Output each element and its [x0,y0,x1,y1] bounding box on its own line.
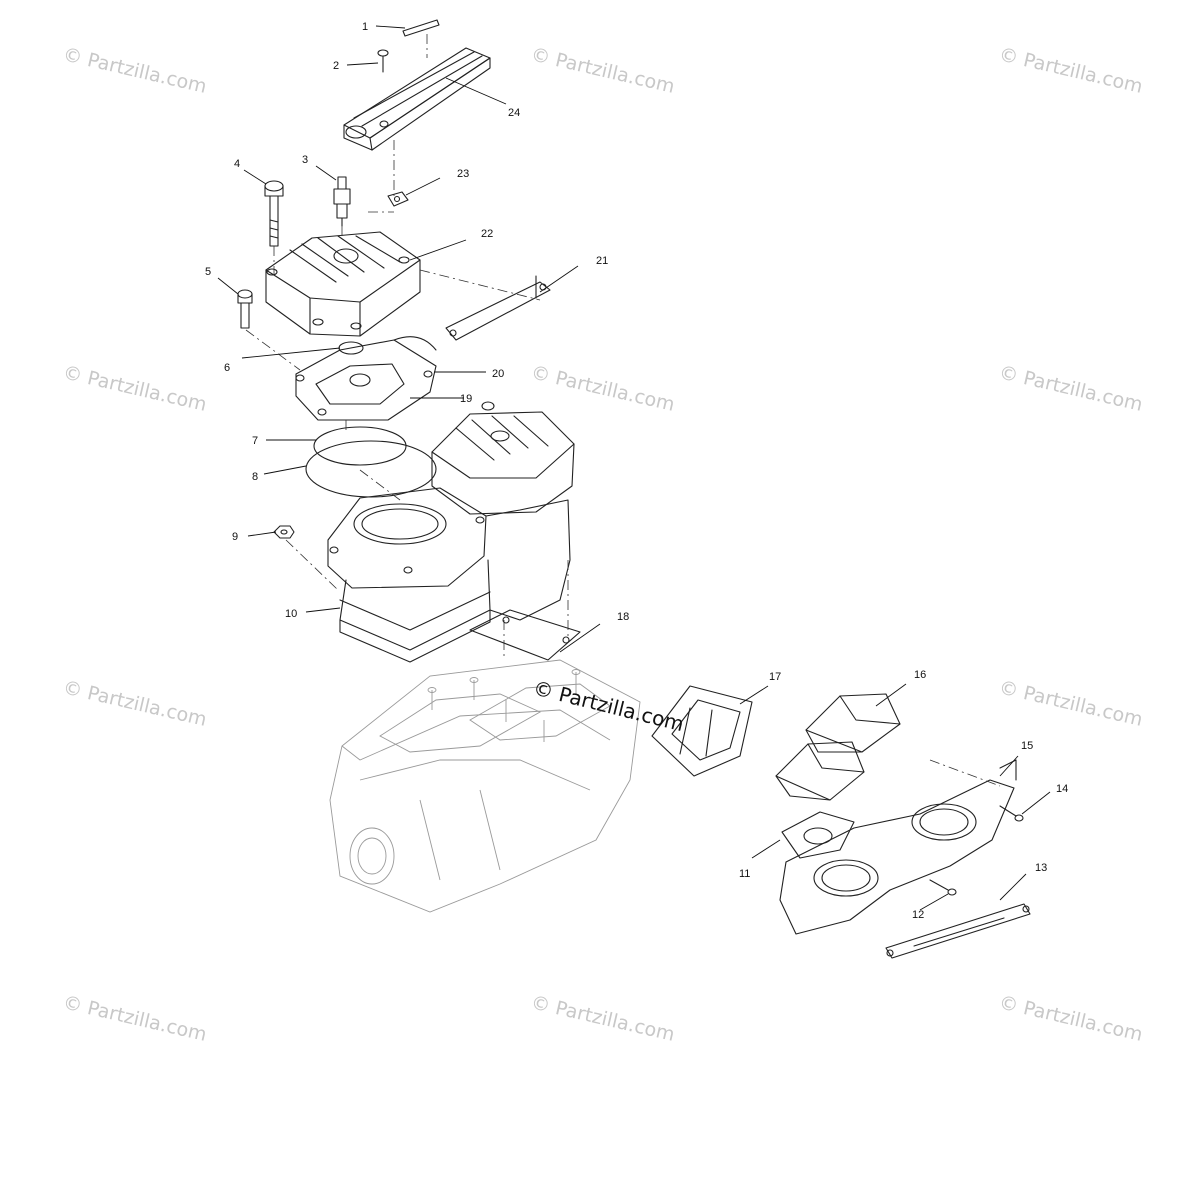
callout-17: 17 [769,671,781,683]
part-15-intake-manifold [779,759,1017,935]
center-watermark: © Partzilla.com [531,676,687,737]
watermark: © Partzilla.com [61,676,209,730]
callout-14: 14 [1056,783,1068,795]
watermark: © Partzilla.com [997,676,1145,730]
callout-8: 8 [252,471,258,483]
part-11-gasket [781,811,855,859]
callout-13: 13 [1035,862,1047,874]
callout-10: 10 [285,608,297,620]
watermark: © Partzilla.com [529,991,677,1045]
part-9-nut [273,525,295,539]
callout-11: 11 [739,868,750,880]
part-5-bolt [237,289,253,329]
callout-18: 18 [617,611,629,623]
rear-cylinder-barrel [485,499,571,621]
callout-23: 23 [457,168,469,180]
callout-12: 12 [912,909,924,921]
callout-20: 20 [492,368,504,380]
crankcase [329,659,641,913]
part-20-cover [295,336,437,421]
leader-lines [217,25,1051,911]
callout-1: 1 [362,21,368,33]
part-4-bolt [264,180,284,247]
part-10-cylinder [327,487,491,663]
watermark: © Partzilla.com [529,361,677,415]
watermark: © Partzilla.com [997,361,1145,415]
part-19-cylinder-head [431,401,575,515]
callout-3: 3 [302,154,308,166]
part-1-pin [402,19,440,37]
part-drawings [237,19,1031,959]
callout-19: 19 [460,393,472,405]
watermark: © Partzilla.com [61,361,209,415]
part-22-cylinder-head [265,231,421,337]
callout-labels: 1 2 3 4 5 6 7 8 9 10 11 12 13 14 15 16 1… [205,21,1068,921]
part-3-spark-plug [333,176,351,227]
callout-22: 22 [481,228,493,240]
watermark-group: © Partzilla.com © Partzilla.com © Partzi… [61,43,1145,1045]
part-12-screw [929,879,957,896]
part-23-clip [387,191,409,207]
part-18-base-gasket [469,609,581,661]
callout-5: 5 [205,266,211,278]
callout-6: 6 [224,362,230,374]
callout-7: 7 [252,435,258,447]
watermark: © Partzilla.com [61,991,209,1045]
part-13-strap [885,903,1031,959]
part-14-screw [999,805,1024,822]
callout-16: 16 [914,669,926,681]
callout-21: 21 [596,255,608,267]
watermark: © Partzilla.com [997,43,1145,97]
part-7-ring [313,426,407,466]
callout-15: 15 [1021,740,1033,752]
part-17-reed-plate [651,685,753,777]
part-24-rail [343,47,491,151]
watermark: © Partzilla.com [997,991,1145,1045]
part-2-screw [377,49,389,73]
callout-9: 9 [232,531,238,543]
watermark: © Partzilla.com [529,43,677,97]
part-16-reed-cage [775,693,901,801]
watermark: © Partzilla.com [61,43,209,97]
callout-24: 24 [508,107,520,119]
part-8-o-ring [305,440,437,498]
part-21-bracket [445,275,551,341]
callout-2: 2 [333,60,339,72]
callout-4: 4 [234,158,240,170]
